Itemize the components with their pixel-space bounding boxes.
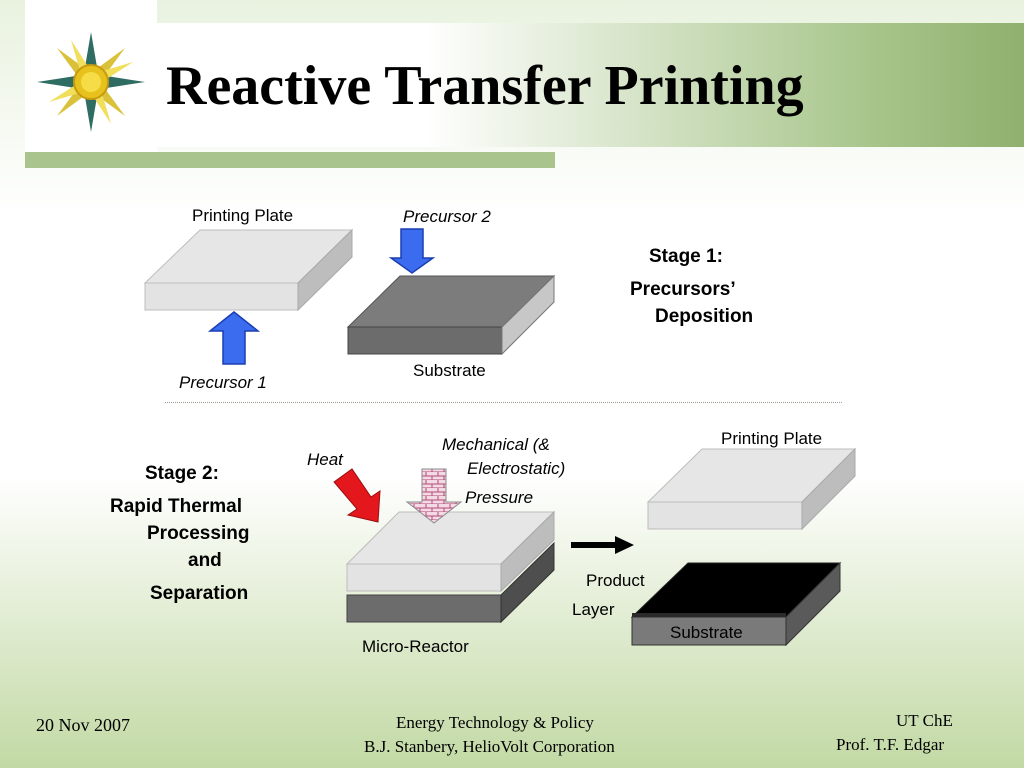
mechanical-label-line2: Electrostatic)	[467, 459, 566, 478]
transition-arrow-icon	[571, 536, 634, 554]
footer-course-line2: B.J. Stanbery, HelioVolt Corporation	[364, 737, 615, 756]
footer-date: 20 Nov 2007	[36, 715, 130, 735]
precursor1-arrow-icon	[207, 311, 261, 365]
title-underbar	[25, 152, 555, 168]
stage1-line2: Deposition	[655, 306, 754, 327]
precursor2-arrow-icon	[388, 228, 436, 274]
product-substrate-label: Substrate	[670, 623, 743, 642]
stage-divider	[165, 402, 842, 403]
footer-org-line2: Prof. T.F. Edgar	[836, 735, 945, 754]
stage2-printing-plate-label: Printing Plate	[721, 429, 823, 448]
slide-title: Reactive Transfer Printing	[166, 55, 804, 117]
mechanical-label-line1: Mechanical (&	[442, 435, 550, 454]
product-substrate	[630, 561, 842, 647]
micro-reactor-label: Micro-Reactor	[362, 637, 469, 656]
title-band	[25, 23, 1024, 147]
compass-star-icon	[37, 32, 145, 132]
footer-course-line1: Energy Technology & Policy	[396, 713, 594, 732]
heat-label: Heat	[307, 450, 343, 469]
pressure-arrow-icon	[405, 468, 463, 524]
stage2-printing-plate	[646, 447, 857, 531]
stage2-line3: and	[188, 550, 222, 571]
precursor2-label: Precursor 2	[403, 207, 491, 226]
footer-org-line1: UT ChE	[896, 711, 953, 730]
product-label: Product	[586, 571, 645, 590]
stage1-substrate	[346, 274, 556, 356]
precursor1-label: Precursor 1	[179, 373, 267, 392]
stage1-printing-plate	[143, 228, 354, 312]
stage2-line1: Rapid Thermal	[110, 496, 242, 517]
stage1-line1: Precursors’	[630, 279, 736, 300]
stage1-heading: Stage 1:	[649, 246, 723, 267]
micro-reactor-substrate	[346, 541, 555, 624]
heat-arrow-icon	[333, 468, 381, 523]
stage2-line4: Separation	[150, 583, 249, 604]
micro-reactor-plate	[345, 510, 556, 593]
logo-box	[25, 0, 157, 152]
stage1-substrate-label: Substrate	[413, 361, 486, 380]
stage2-heading: Stage 2:	[145, 463, 219, 484]
pressure-label: Pressure	[465, 488, 534, 507]
layer-label: Layer	[572, 600, 615, 619]
stage2-line2: Processing	[147, 523, 250, 544]
stage1-printing-plate-label: Printing Plate	[192, 206, 294, 225]
